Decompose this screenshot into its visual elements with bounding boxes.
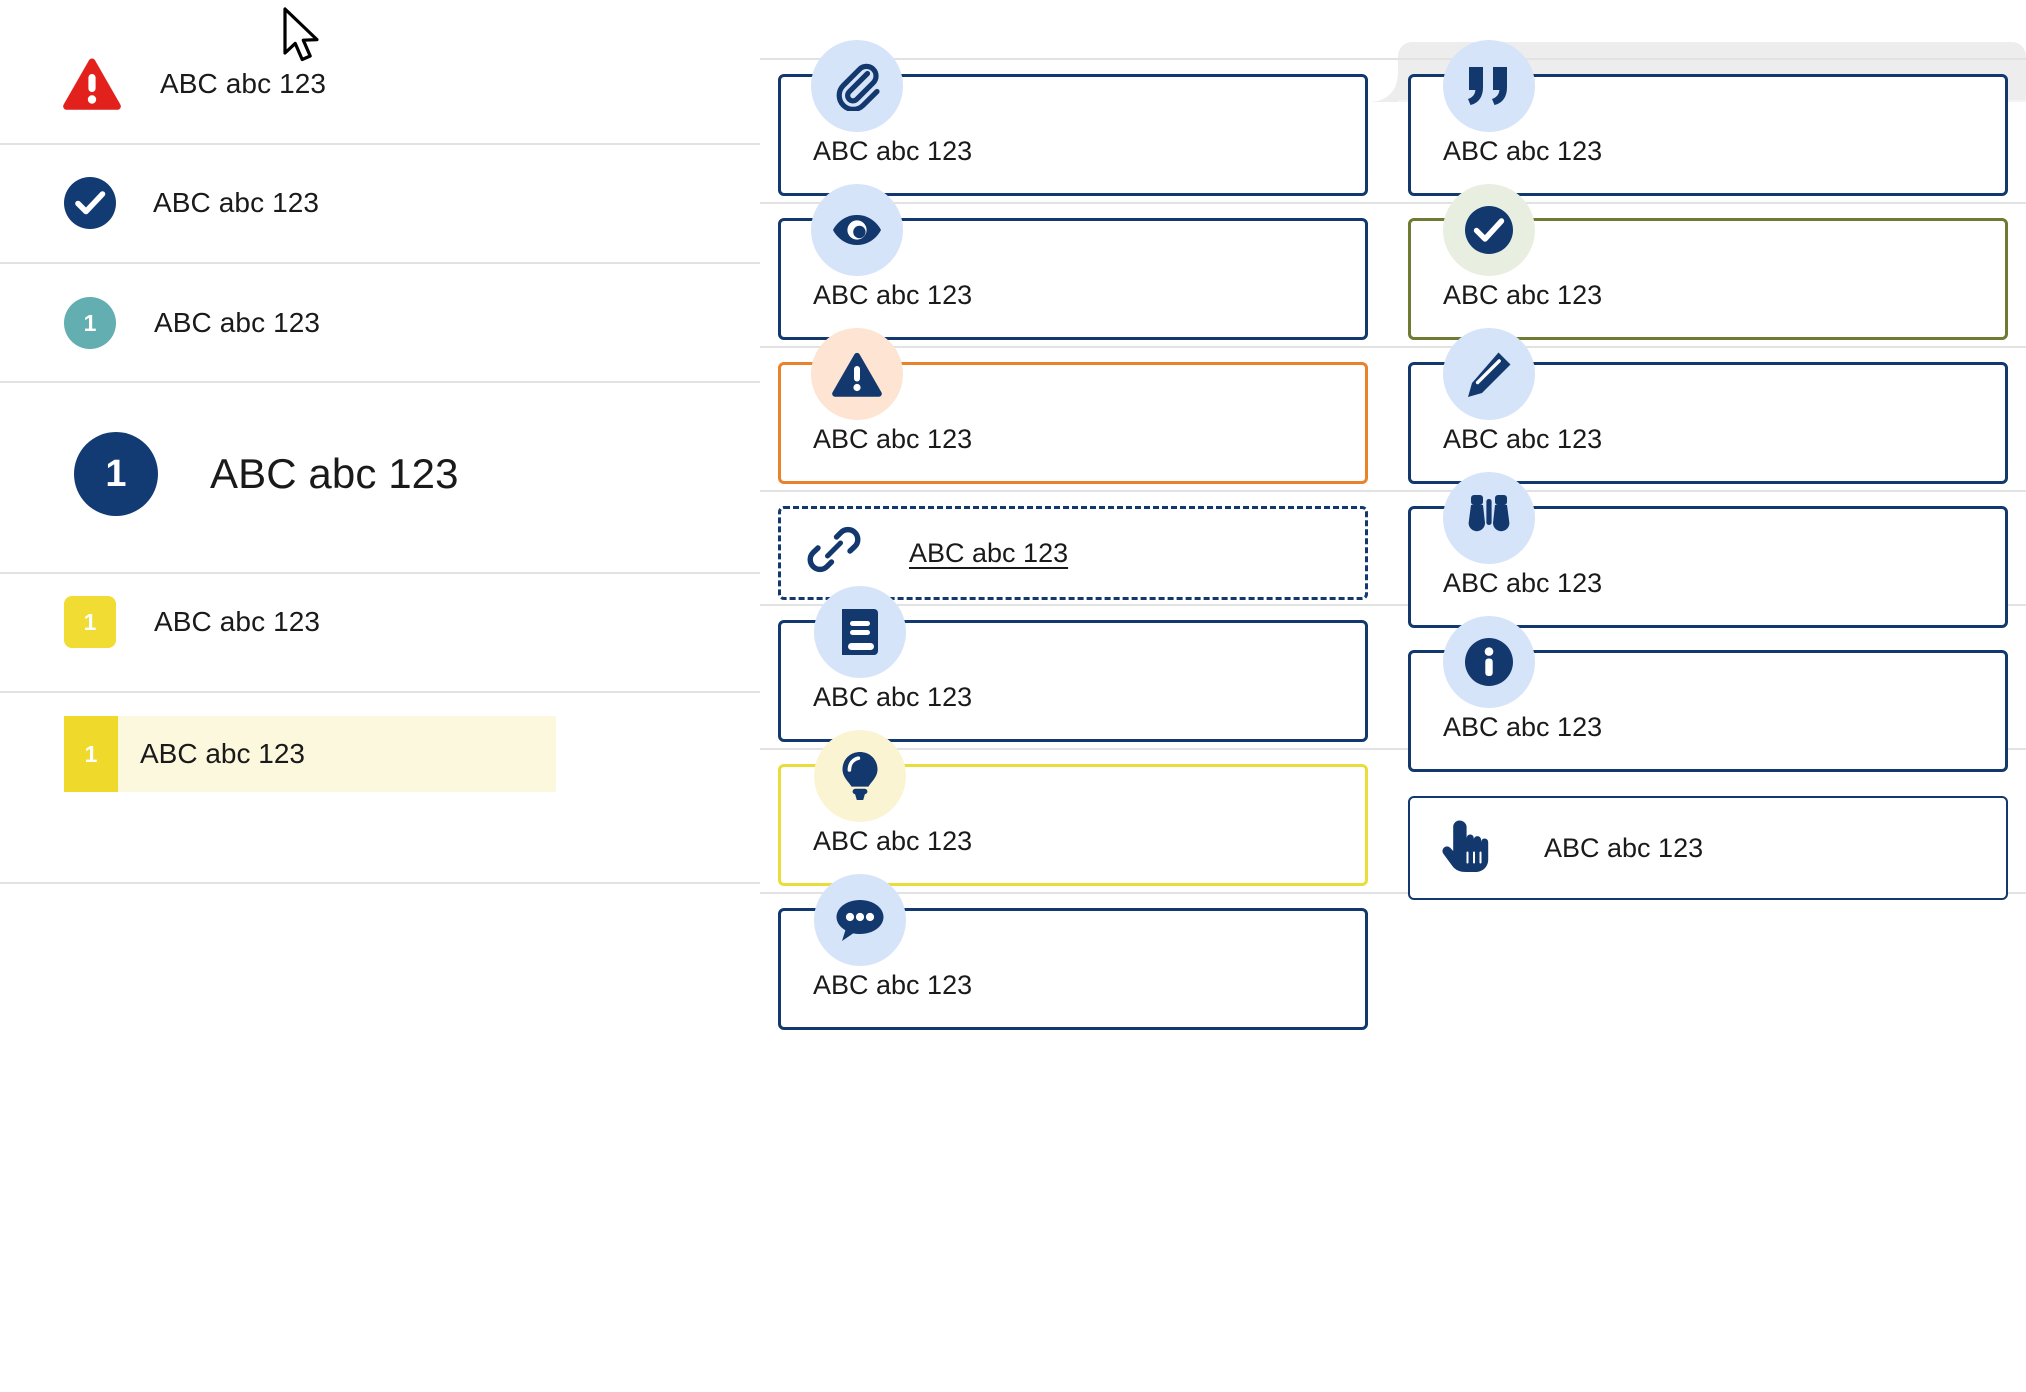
number-badge-large-value: 1	[105, 452, 127, 495]
divider-right-2	[760, 202, 2026, 204]
confirmed-card-label: ABC abc 123	[1443, 280, 1603, 310]
list-item-label: ABC abc 123	[160, 68, 327, 99]
list-item-highlighted[interactable]: 1 ABC abc 123	[64, 716, 556, 792]
divider-right-4	[760, 490, 2026, 492]
list-item-teal-number[interactable]: 1 ABC abc 123	[64, 297, 320, 349]
list-item-label: ABC abc 123	[154, 606, 321, 637]
left-list: ABC abc 123 ABC abc 123 1 ABC abc 123 1 …	[0, 0, 760, 1392]
lightbulb-icon	[814, 730, 906, 822]
check-circle-icon	[64, 177, 116, 229]
number-bar-icon: 1	[64, 716, 118, 792]
list-item-label: ABC abc 123	[154, 307, 321, 338]
binoculars-icon	[1443, 472, 1535, 564]
quotation-marks-icon	[1443, 40, 1535, 132]
speech-bubble-icon	[814, 874, 906, 966]
divider-right-5	[760, 604, 2026, 606]
number-badge-large-icon: 1	[74, 432, 158, 516]
book-icon	[814, 586, 906, 678]
list-item-warning[interactable]: ABC abc 123	[62, 57, 326, 111]
divider-right-6	[760, 748, 2026, 750]
list-item-label: ABC abc 123	[140, 738, 305, 769]
attachment-card-label: ABC abc 123	[813, 136, 973, 166]
action-card-label: ABC abc 123	[1544, 832, 1704, 863]
divider-right-3	[760, 346, 2026, 348]
number-square-icon: 1	[64, 596, 116, 648]
list-item-yellow-number[interactable]: 1 ABC abc 123	[64, 596, 320, 648]
divider-left-1	[0, 143, 760, 145]
divider-left-2	[0, 262, 760, 264]
number-badge-icon: 1	[64, 297, 116, 349]
pointing-hand-icon	[1440, 818, 1492, 879]
divider-right-7	[760, 892, 2026, 894]
list-item-featured[interactable]: 1 ABC abc 123	[74, 432, 459, 516]
link-card-label[interactable]: ABC abc 123	[909, 537, 1069, 568]
link-card[interactable]: ABC abc 123	[778, 506, 1368, 600]
divider-left-6	[0, 882, 760, 884]
number-badge-value: 1	[83, 309, 97, 336]
featured-label: ABC abc 123	[210, 450, 459, 497]
tip-card-label: ABC abc 123	[813, 826, 973, 856]
action-card[interactable]: ABC abc 123	[1408, 796, 2008, 900]
mouse-cursor	[281, 7, 327, 74]
list-item-success[interactable]: ABC abc 123	[64, 177, 319, 229]
quote-card-label: ABC abc 123	[1443, 136, 1603, 166]
info-card-label: ABC abc 123	[1443, 712, 1603, 742]
caution-card-label: ABC abc 123	[813, 424, 973, 454]
reading-card-label: ABC abc 123	[813, 682, 973, 712]
comment-card-label: ABC abc 123	[813, 970, 973, 1000]
observe-card-label: ABC abc 123	[1443, 568, 1603, 598]
warning-triangle-icon	[62, 57, 122, 111]
divider-left-4	[0, 572, 760, 574]
divider-left-3	[0, 381, 760, 383]
visibility-card-label: ABC abc 123	[813, 280, 973, 310]
check-circle-icon	[1443, 184, 1535, 276]
number-bar-value: 1	[84, 740, 98, 767]
divider-right-1	[760, 58, 2026, 60]
eye-icon	[811, 184, 903, 276]
divider-left-5	[0, 691, 760, 693]
list-item-label: ABC abc 123	[153, 187, 320, 218]
number-square-value: 1	[83, 608, 97, 635]
info-circle-icon	[1443, 616, 1535, 708]
visibility-card[interactable]: ABC abc 123	[778, 218, 1368, 340]
edit-card-label: ABC abc 123	[1443, 424, 1603, 454]
pencil-icon	[1443, 328, 1535, 420]
chain-link-icon	[807, 526, 861, 581]
paperclip-icon	[811, 40, 903, 132]
warning-triangle-icon	[811, 328, 903, 420]
